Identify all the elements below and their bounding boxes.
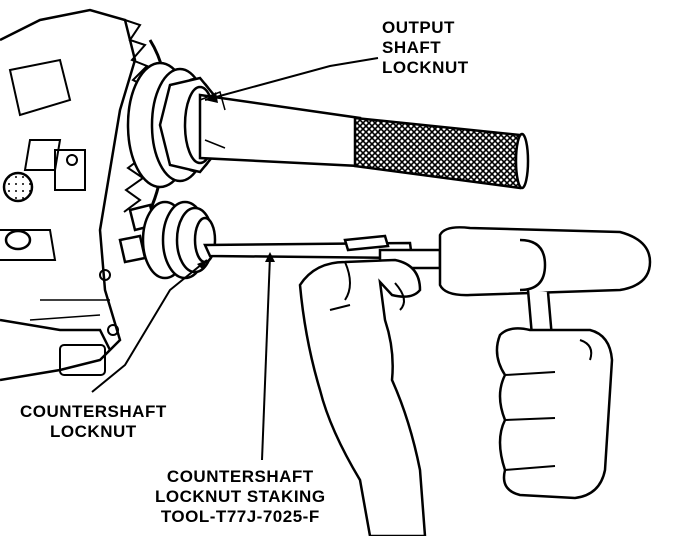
shaft-end [514, 132, 530, 190]
label-line: LOCKNUT [382, 58, 469, 77]
staking-tool [203, 234, 442, 270]
case-bolt [107, 324, 119, 336]
case-bore [4, 229, 32, 251]
right-hand [495, 327, 614, 500]
left-hand [298, 258, 427, 536]
label-output-shaft-locknut: OUTPUT SHAFT LOCKNUT [382, 18, 469, 78]
case-plug [2, 171, 34, 203]
transmission-case [0, 8, 137, 382]
leader-lines [91, 57, 379, 461]
label-countershaft-locknut: COUNTERSHAFT LOCKNUT [20, 402, 167, 442]
leader-arrowheads [197, 92, 275, 270]
label-line: OUTPUT [382, 18, 455, 37]
label-line: SHAFT [382, 38, 442, 57]
shaft-splines [353, 116, 527, 190]
case-bolt [99, 269, 111, 281]
output-shaft [198, 90, 362, 168]
label-line: COUNTERSHAFT [166, 467, 314, 486]
countershaft-locknut [175, 206, 217, 274]
label-staking-tool: COUNTERSHAFT LOCKNUT STAKING TOOL-T77J-7… [155, 467, 326, 527]
case-bolt [66, 154, 78, 166]
label-line: LOCKNUT [50, 422, 137, 441]
label-line: COUNTERSHAFT [20, 402, 167, 421]
label-line: TOOL-T77J-7025-F [160, 507, 320, 526]
label-line: LOCKNUT STAKING [155, 487, 326, 506]
